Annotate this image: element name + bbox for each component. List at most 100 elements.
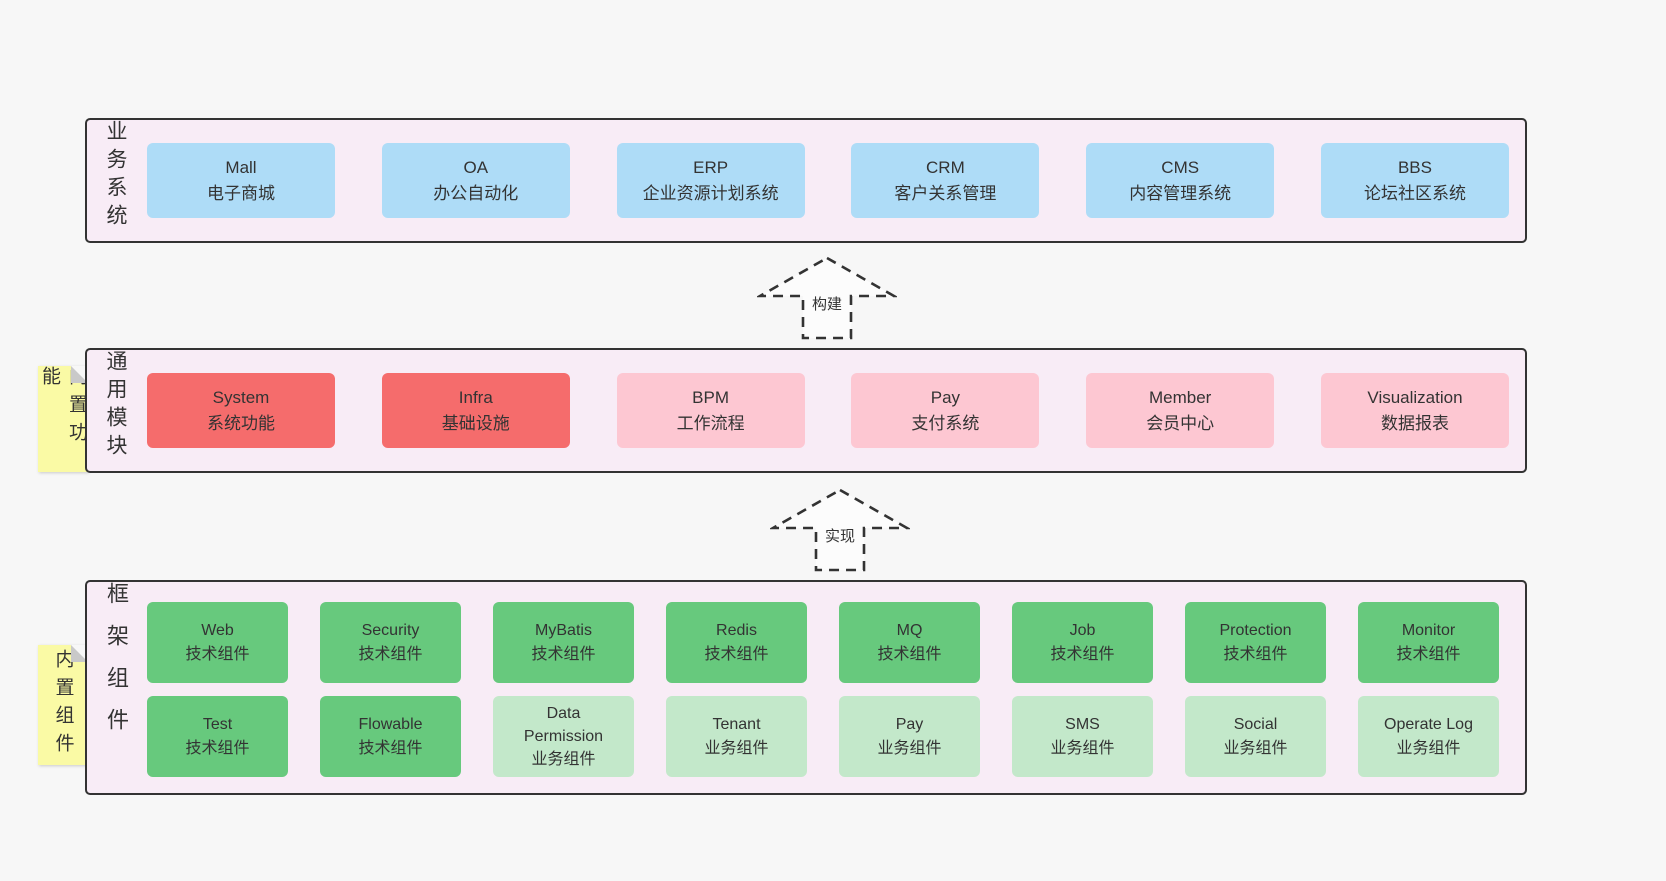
box-title: ERP — [693, 158, 729, 177]
box-tenant: Tenant 业务组件 — [666, 696, 807, 777]
box-crm: CRM 客户关系管理 — [851, 143, 1040, 218]
box-subtitle: 系统功能 — [207, 413, 275, 433]
box-title: Pay — [895, 716, 924, 734]
box-title: BBS — [1397, 158, 1432, 177]
sticky-note-built-in-components: 内置组件 — [38, 645, 88, 765]
folded-corner-icon — [71, 645, 88, 662]
band-framework-components: 框架组件 Web 技术组件 Security 技术组件 MyBatis 技术组件… — [85, 580, 1527, 795]
box-subtitle: 技术组件 — [1396, 645, 1461, 663]
box-mq: MQ 技术组件 — [839, 602, 980, 683]
box-subtitle: 技术组件 — [358, 645, 423, 663]
box-title: Infra — [458, 388, 493, 407]
box-subtitle: 技术组件 — [185, 645, 250, 663]
box-title: Monitor — [1401, 622, 1456, 640]
box-title: Data Permission — [523, 704, 604, 745]
box-title: CMS — [1161, 158, 1200, 177]
box-flowable: Flowable 技术组件 — [320, 696, 461, 777]
box-title: Web — [201, 622, 234, 640]
box-infra: Infra 基础设施 — [381, 373, 570, 448]
box-row-1: Web 技术组件 Security 技术组件 MyBatis 技术组件 Redi… — [147, 602, 1499, 683]
box-subtitle: 会员中心 — [1146, 413, 1215, 433]
box-title: Pay — [930, 388, 961, 407]
box-title: OA — [463, 158, 489, 177]
box-subtitle: 技术组件 — [704, 645, 769, 663]
box-subtitle: 业务组件 — [704, 739, 769, 757]
box-title: Member — [1149, 388, 1212, 407]
box-subtitle: 电子商城 — [207, 183, 275, 203]
box-subtitle: 论坛社区系统 — [1363, 183, 1466, 203]
box-title: Test — [202, 716, 233, 734]
box-title: BPM — [692, 388, 730, 407]
box-subtitle: 技术组件 — [358, 739, 423, 757]
box-web: Web 技术组件 — [147, 602, 288, 683]
dashed-up-arrow-build: 构建 — [757, 256, 897, 342]
box-operate-log: Operate Log 业务组件 — [1358, 696, 1499, 777]
box-row: Mall 电子商城 OA 办公自动化 ERP 企业资源计划系统 CRM 客户关系… — [147, 143, 1509, 218]
box-pay-system: Pay 支付系统 — [851, 373, 1040, 448]
box-title: MyBatis — [535, 622, 592, 640]
box-title: System — [212, 388, 270, 407]
box-visualization: Visualization 数据报表 — [1320, 373, 1509, 448]
box-title: Visualization — [1367, 388, 1463, 407]
box-erp: ERP 企业资源计划系统 — [616, 143, 805, 218]
box-title: Operate Log — [1384, 716, 1473, 734]
box-mybatis: MyBatis 技术组件 — [493, 602, 634, 683]
box-oa: OA 办公自动化 — [381, 143, 570, 218]
box-title: Redis — [716, 622, 757, 640]
sticky-note-label: 内置组件 — [52, 649, 74, 761]
box-subtitle: 客户关系管理 — [894, 183, 997, 203]
box-job: Job 技术组件 — [1012, 602, 1153, 683]
box-subtitle: 内容管理系统 — [1129, 183, 1232, 203]
box-subtitle: 工作流程 — [676, 413, 745, 433]
box-subtitle: 办公自动化 — [433, 183, 519, 203]
box-subtitle: 业务组件 — [1050, 739, 1115, 757]
box-subtitle: 业务组件 — [531, 751, 596, 769]
box-security: Security 技术组件 — [320, 602, 461, 683]
box-subtitle: 技术组件 — [877, 645, 942, 663]
box-cms: CMS 内容管理系统 — [1086, 143, 1275, 218]
box-subtitle: 业务组件 — [1396, 739, 1461, 757]
box-title: CRM — [926, 158, 965, 177]
box-subtitle: 支付系统 — [911, 413, 980, 433]
box-row-2: Test 技术组件 Flowable 技术组件 Data Permission … — [147, 696, 1499, 777]
box-redis: Redis 技术组件 — [666, 602, 807, 683]
box-title: Social — [1233, 716, 1278, 734]
box-member: Member 会员中心 — [1086, 373, 1275, 448]
box-social: Social 业务组件 — [1185, 696, 1326, 777]
box-title: Job — [1069, 622, 1096, 640]
box-bbs: BBS 论坛社区系统 — [1320, 143, 1509, 218]
box-mall: Mall 电子商城 — [147, 143, 335, 218]
dashed-up-arrow-implement: 实现 — [770, 488, 910, 574]
box-protection: Protection 技术组件 — [1185, 602, 1326, 683]
band-label-business-systems: 业务系统 — [104, 120, 127, 232]
box-title: Protection — [1219, 622, 1292, 640]
folded-corner-icon — [71, 366, 88, 383]
box-system: System 系统功能 — [147, 373, 335, 448]
box-subtitle: 技术组件 — [531, 645, 596, 663]
box-title: Mall — [225, 158, 257, 177]
box-bpm: BPM 工作流程 — [616, 373, 805, 448]
box-title: SMS — [1065, 716, 1100, 734]
box-pay-component: Pay 业务组件 — [839, 696, 980, 777]
band-label-framework-components: 框架组件 — [104, 582, 129, 750]
band-business-systems: 业务系统 Mall 电子商城 OA 办公自动化 ERP 企业资源计划系统 CRM… — [85, 118, 1527, 243]
box-subtitle: 业务组件 — [877, 739, 942, 757]
box-subtitle: 数据报表 — [1380, 413, 1449, 433]
box-title: Security — [361, 622, 420, 640]
sticky-note-label: 内置功能 — [39, 366, 87, 450]
box-sms: SMS 业务组件 — [1012, 696, 1153, 777]
sticky-note-built-in-features: 内置功能 — [38, 366, 88, 472]
arrow-label-build: 构建 — [808, 293, 846, 314]
arrow-label-implement: 实现 — [821, 525, 859, 546]
box-subtitle: 技术组件 — [185, 739, 250, 757]
box-subtitle: 业务组件 — [1223, 739, 1288, 757]
band-common-modules: 通用模块 System 系统功能 Infra 基础设施 BPM 工作流程 Pay… — [85, 348, 1527, 473]
box-test: Test 技术组件 — [147, 696, 288, 777]
box-grid: Web 技术组件 Security 技术组件 MyBatis 技术组件 Redi… — [147, 602, 1499, 777]
box-subtitle: 企业资源计划系统 — [642, 183, 779, 203]
box-data-permission: Data Permission 业务组件 — [493, 696, 634, 777]
box-monitor: Monitor 技术组件 — [1358, 602, 1499, 683]
box-subtitle: 技术组件 — [1223, 645, 1288, 663]
band-label-common-modules: 通用模块 — [104, 350, 127, 462]
